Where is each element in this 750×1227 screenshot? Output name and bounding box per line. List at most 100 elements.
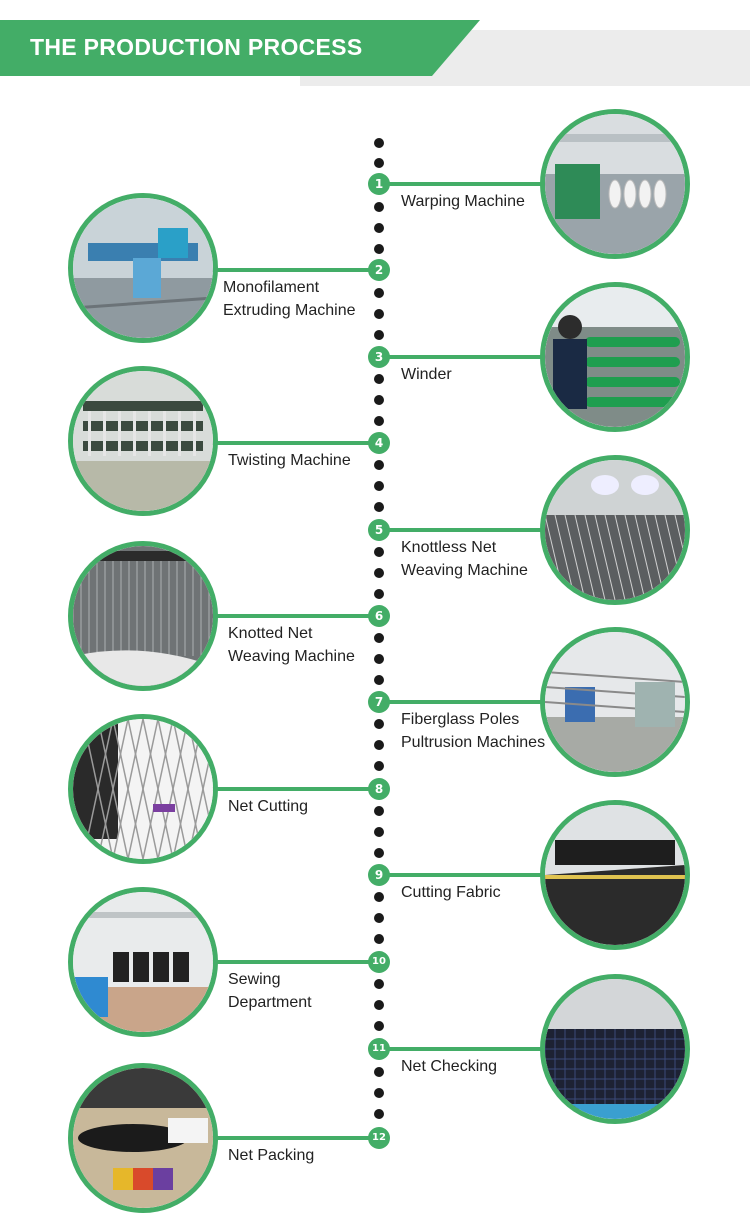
page-title: THE PRODUCTION PROCESS: [30, 34, 363, 60]
step-label-line: Knottless Net: [401, 539, 497, 556]
step-label-line: Net Checking: [401, 1058, 498, 1075]
header-banner: [0, 20, 480, 76]
timeline-dot: [374, 460, 384, 470]
timeline-dot: [374, 654, 384, 664]
step-number-badge: 2: [368, 259, 390, 281]
step-connector: [210, 441, 378, 445]
step-label: Winder: [401, 363, 452, 386]
step-photo: [68, 887, 218, 1037]
timeline-dot: [374, 979, 384, 989]
timeline-dot: [374, 827, 384, 837]
step-number-badge: 10: [368, 951, 390, 973]
timeline-dot: [374, 138, 384, 148]
step-connector: [380, 182, 545, 186]
step-photo: [540, 627, 690, 777]
step-label-line: Department: [228, 994, 312, 1011]
timeline-dot: [374, 1109, 384, 1119]
step-number-badge: 7: [368, 691, 390, 713]
timeline-dot: [374, 1088, 384, 1098]
step-photo: [540, 109, 690, 259]
timeline-dot: [374, 288, 384, 298]
timeline-dot: [374, 589, 384, 599]
step-label-line: Net Packing: [228, 1147, 315, 1164]
timeline-dot: [374, 761, 384, 771]
step-connector: [380, 355, 545, 359]
step-connector: [380, 1047, 545, 1051]
step-number-badge: 3: [368, 346, 390, 368]
step-label-line: Pultrusion Machines: [401, 734, 546, 751]
timeline-dot: [374, 1021, 384, 1031]
step-label: Twisting Machine: [228, 449, 351, 472]
step-photo: [68, 714, 218, 864]
step-label: Net Packing: [228, 1144, 314, 1167]
step-label-line: Net Cutting: [228, 798, 309, 815]
step-connector: [210, 787, 378, 791]
timeline-dot: [374, 158, 384, 168]
step-photo: [68, 193, 218, 343]
step-label: Net Checking: [401, 1055, 497, 1078]
step-label-line: Knotted Net: [228, 625, 313, 642]
timeline-dot: [374, 568, 384, 578]
step-connector: [380, 873, 545, 877]
step-label-line: Sewing: [228, 971, 281, 988]
step-label-line: Winder: [401, 366, 452, 383]
step-number-badge: 1: [368, 173, 390, 195]
step-label-line: Extruding Machine: [223, 302, 356, 319]
step-label: Warping Machine: [401, 190, 525, 213]
timeline-dot: [374, 223, 384, 233]
step-photo: [540, 455, 690, 605]
step-number-badge: 4: [368, 432, 390, 454]
timeline-dot: [374, 481, 384, 491]
step-label-line: Monofilament: [223, 279, 320, 296]
step-connector: [210, 614, 378, 618]
timeline-dot: [374, 547, 384, 557]
timeline-dot: [374, 395, 384, 405]
timeline-dot: [374, 892, 384, 902]
timeline-dot: [374, 934, 384, 944]
step-photo: [68, 541, 218, 691]
step-photo: [68, 1063, 218, 1213]
step-connector: [210, 960, 378, 964]
step-label: Cutting Fabric: [401, 881, 501, 904]
timeline-dot: [374, 330, 384, 340]
step-label-line: Weaving Machine: [228, 648, 355, 665]
timeline-dot: [374, 719, 384, 729]
timeline-dot: [374, 502, 384, 512]
step-connector: [210, 1136, 378, 1140]
step-number-badge: 5: [368, 519, 390, 541]
timeline-dot: [374, 740, 384, 750]
timeline-dot: [374, 202, 384, 212]
step-number-badge: 6: [368, 605, 390, 627]
step-number-badge: 8: [368, 778, 390, 800]
step-connector: [210, 268, 378, 272]
timeline-dot: [374, 309, 384, 319]
step-photo: [68, 366, 218, 516]
timeline-dot: [374, 1000, 384, 1010]
timeline-dot: [374, 913, 384, 923]
timeline-dot: [374, 848, 384, 858]
timeline-dot: [374, 806, 384, 816]
step-photo: [540, 800, 690, 950]
timeline-dot: [374, 244, 384, 254]
timeline-dot: [374, 675, 384, 685]
step-label-line: Fiberglass Poles: [401, 711, 520, 728]
step-label-line: Twisting Machine: [228, 452, 351, 469]
step-number-badge: 9: [368, 864, 390, 886]
step-photo: [540, 974, 690, 1124]
step-connector: [380, 700, 545, 704]
step-label: Net Cutting: [228, 795, 308, 818]
timeline-dot: [374, 416, 384, 426]
step-label-line: Weaving Machine: [401, 562, 528, 579]
step-number-badge: 11: [368, 1038, 390, 1060]
step-number-badge: 12: [368, 1127, 390, 1149]
timeline-dot: [374, 374, 384, 384]
timeline-dot: [374, 1067, 384, 1077]
timeline-dot: [374, 633, 384, 643]
step-photo: [540, 282, 690, 432]
step-connector: [380, 528, 545, 532]
